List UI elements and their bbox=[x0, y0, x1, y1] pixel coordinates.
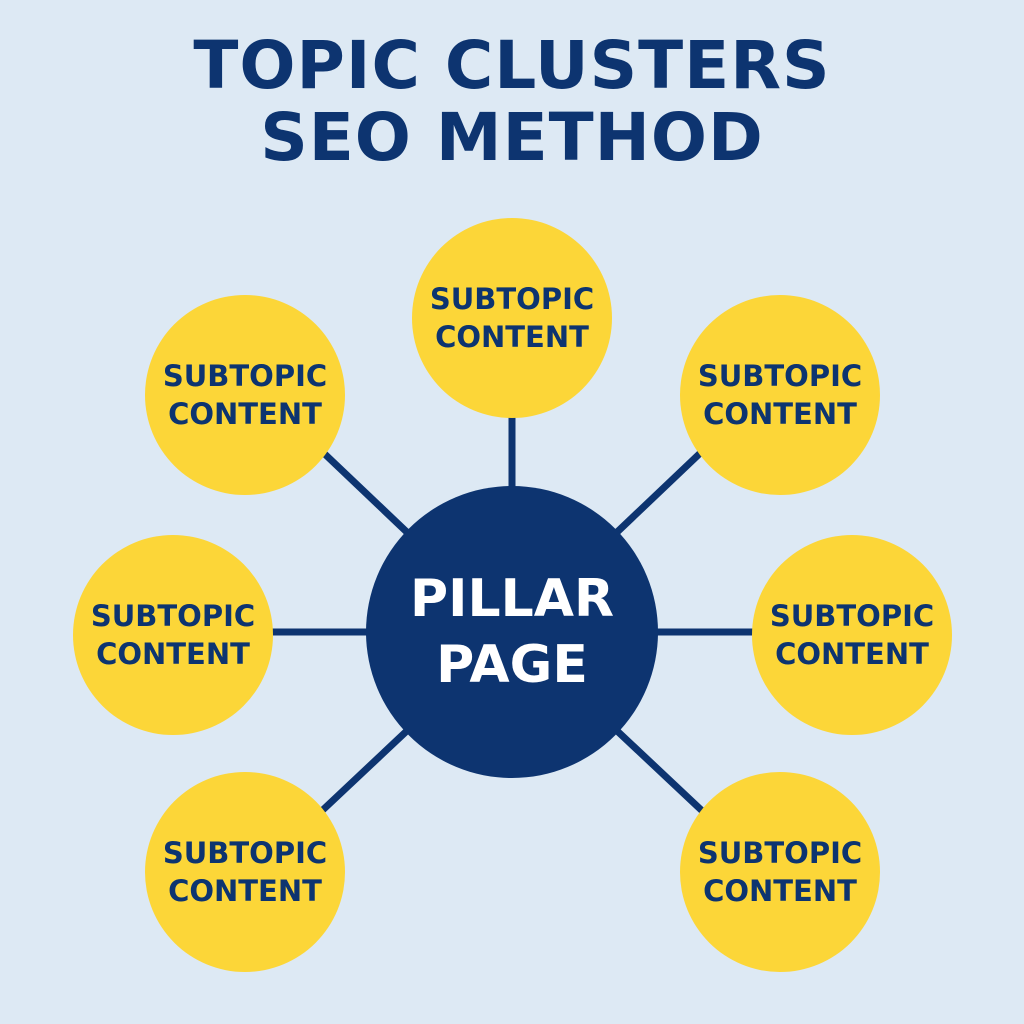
subtopic-node-left: SUBTOPIC CONTENT bbox=[73, 535, 273, 735]
title-line-2: SEO METHOD bbox=[260, 99, 764, 176]
subtopic-label: CONTENT bbox=[168, 874, 322, 908]
subtopic-label: SUBTOPIC bbox=[769, 599, 935, 633]
subtopic-label: SUBTOPIC bbox=[162, 359, 328, 393]
subtopic-node-upper-right: SUBTOPIC CONTENT bbox=[680, 295, 880, 495]
subtopic-label: SUBTOPIC bbox=[162, 836, 328, 870]
subtopic-label: CONTENT bbox=[775, 637, 929, 671]
subtopic-node-right: SUBTOPIC CONTENT bbox=[752, 535, 952, 735]
pillar-label-line-1: PILLAR bbox=[409, 569, 614, 629]
subtopic-label: SUBTOPIC bbox=[697, 359, 863, 393]
subtopic-label: SUBTOPIC bbox=[697, 836, 863, 870]
subtopic-label: CONTENT bbox=[96, 637, 250, 671]
subtopic-label: SUBTOPIC bbox=[90, 599, 256, 633]
subtopic-label: CONTENT bbox=[703, 397, 857, 431]
subtopic-node-lower-left: SUBTOPIC CONTENT bbox=[145, 772, 345, 972]
subtopic-node-lower-right: SUBTOPIC CONTENT bbox=[680, 772, 880, 972]
subtopic-label: SUBTOPIC bbox=[429, 282, 595, 316]
subtopic-label: CONTENT bbox=[703, 874, 857, 908]
title-line-1: TOPIC CLUSTERS bbox=[193, 27, 831, 104]
subtopic-node-upper-left: SUBTOPIC CONTENT bbox=[145, 295, 345, 495]
subtopic-node-top: SUBTOPIC CONTENT bbox=[412, 218, 612, 418]
pillar-page-node: PILLAR PAGE bbox=[366, 486, 658, 778]
subtopic-label: CONTENT bbox=[435, 320, 589, 354]
pillar-label-line-2: PAGE bbox=[436, 635, 588, 695]
diagram-title: TOPIC CLUSTERS SEO METHOD bbox=[0, 30, 1024, 174]
subtopic-label: CONTENT bbox=[168, 397, 322, 431]
